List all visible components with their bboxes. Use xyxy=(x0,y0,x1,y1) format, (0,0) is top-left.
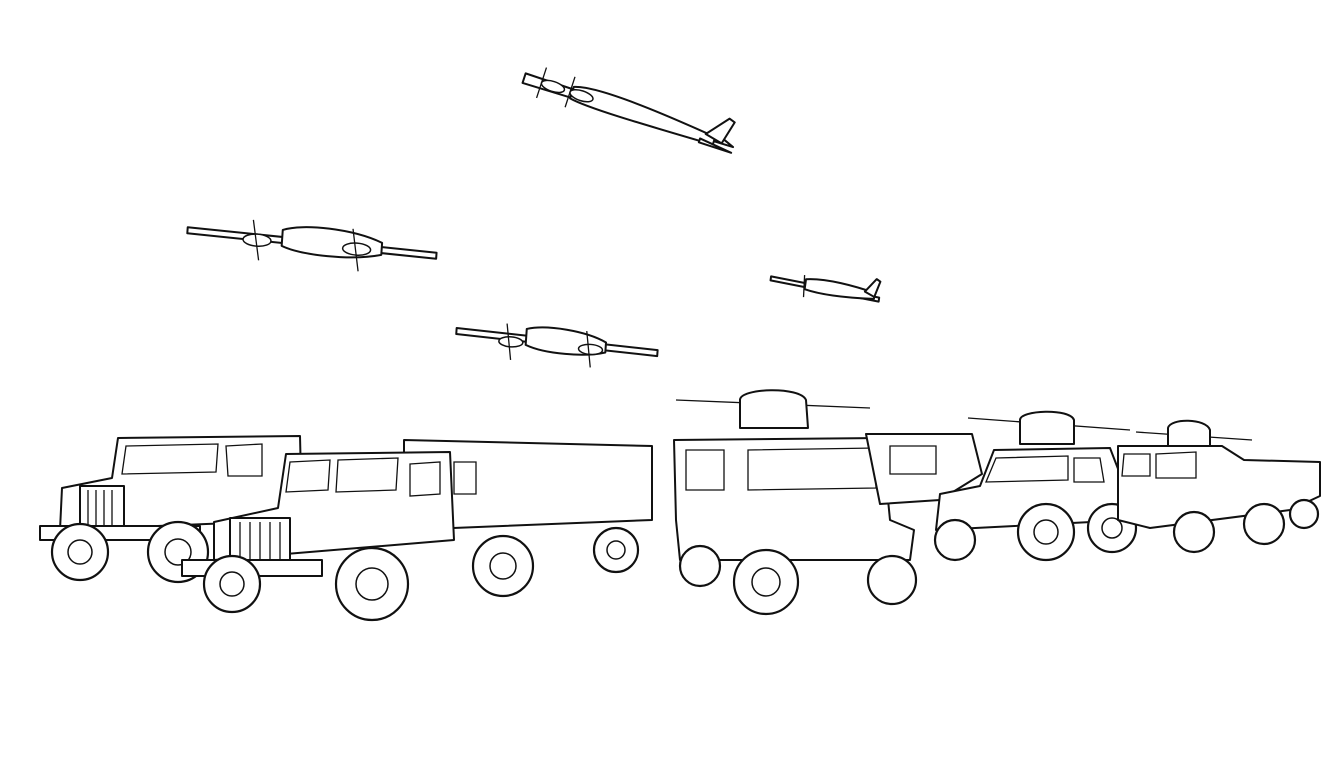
aircraft-top xyxy=(521,67,736,154)
vehicle-van xyxy=(865,433,983,505)
vehicle-cargo-truck xyxy=(181,439,653,622)
aircraft-middle xyxy=(455,323,659,368)
vehicle-gun-truck xyxy=(1117,419,1321,554)
aircraft-right-small xyxy=(769,275,882,303)
aircraft-left xyxy=(186,219,438,272)
vehicle-jeep xyxy=(39,435,303,584)
vehicle-armored-turret xyxy=(673,389,918,616)
vehicle-pickup-turret xyxy=(933,410,1138,562)
